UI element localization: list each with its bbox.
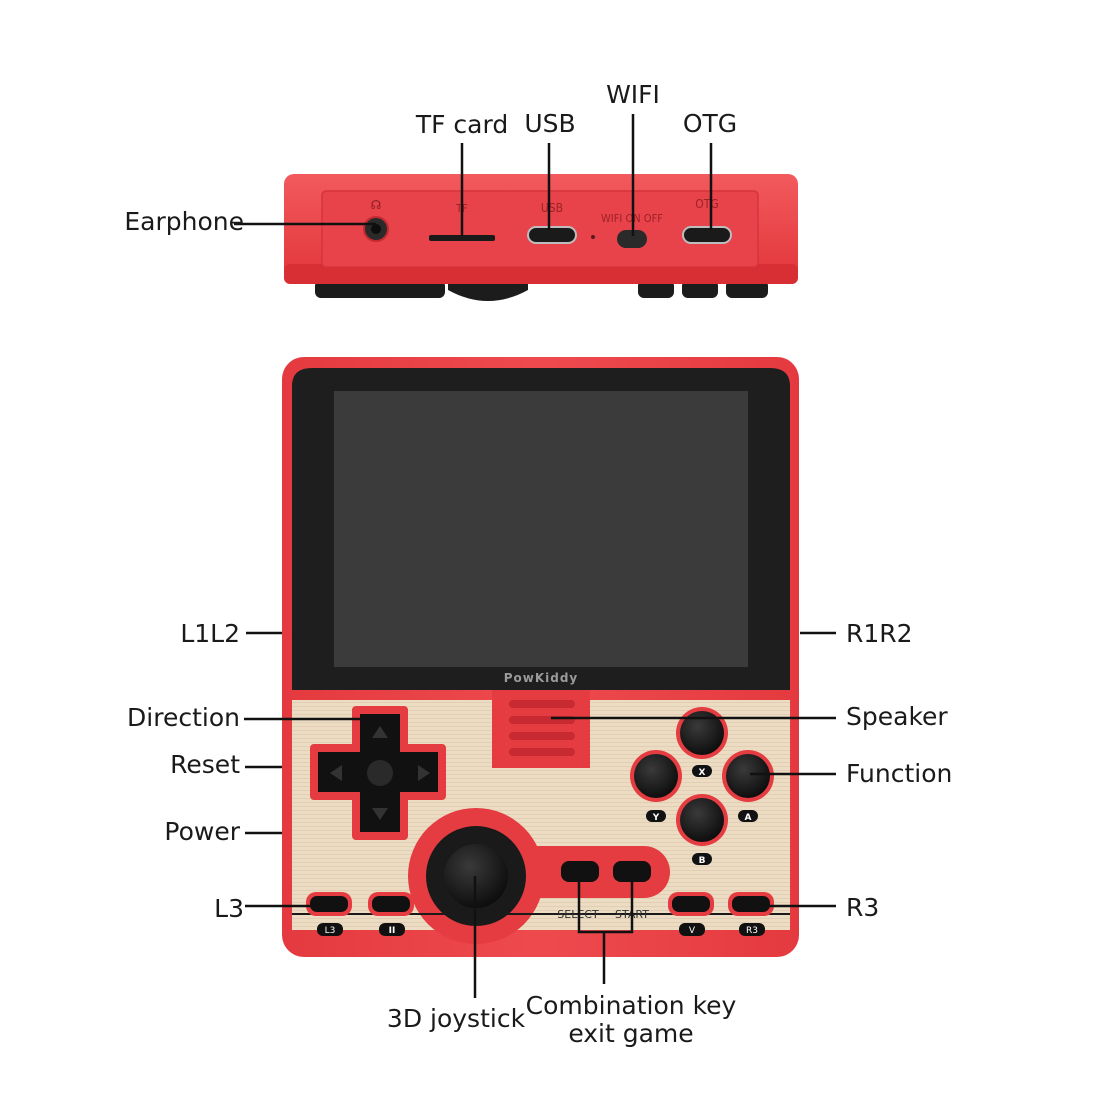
top-left-bumper xyxy=(315,280,445,298)
l3-print: L3 xyxy=(325,926,336,936)
dpad-left-arrow-icon xyxy=(330,765,342,781)
front-view: PowKiddy X Y A B xyxy=(282,357,799,957)
button-x xyxy=(680,711,724,755)
top-view: ☊ TF USB WIFI ON OFF OTG xyxy=(284,174,798,301)
callout-power: Power xyxy=(164,817,240,846)
callout-speaker: Speaker xyxy=(846,702,948,731)
y-label-pill xyxy=(646,810,666,822)
button-y xyxy=(634,754,678,798)
top-right-button-2 xyxy=(682,280,718,298)
speaker-grille-1 xyxy=(509,700,575,708)
y-label: Y xyxy=(652,813,660,823)
top-shell-edge xyxy=(284,264,798,284)
l3-print-pill xyxy=(317,923,343,936)
b-label: B xyxy=(699,856,706,866)
otg-port xyxy=(682,226,732,244)
wifi-switch xyxy=(617,230,647,248)
pause-print-pill xyxy=(379,923,405,936)
combo-leader xyxy=(577,873,634,984)
callout-reset: Reset xyxy=(170,750,240,779)
tf-card-slot xyxy=(429,235,495,241)
v-button xyxy=(672,896,710,912)
callout-usb: USB xyxy=(524,109,576,138)
otg-port-print: OTG xyxy=(695,197,718,211)
callout-earphone: Earphone xyxy=(124,207,244,236)
r3-button xyxy=(732,896,770,912)
v-print: V xyxy=(689,926,696,936)
callout-combination-key: Combination key xyxy=(525,991,737,1020)
speaker-grille-3 xyxy=(509,732,575,740)
r3-print-pill xyxy=(739,923,765,936)
usb-port-print: USB xyxy=(541,201,563,215)
button-b xyxy=(680,798,724,842)
dpad-right-arrow-icon xyxy=(418,765,430,781)
dpad-center xyxy=(367,760,393,786)
b-label-pill xyxy=(692,853,712,865)
earphone-jack-hole xyxy=(371,224,381,234)
callout-r3: R3 xyxy=(846,893,880,922)
pause-print: II xyxy=(389,926,396,936)
callout-wifi: WIFI xyxy=(606,80,660,109)
x-label-pill xyxy=(692,765,712,777)
a-label-pill xyxy=(738,810,758,822)
callout-tf-card: TF card xyxy=(415,110,509,139)
callout-3d-joystick: 3D joystick xyxy=(386,1004,526,1033)
leader-lines xyxy=(234,114,836,998)
dpad-down-arrow-icon xyxy=(372,808,388,820)
v-print-pill xyxy=(679,923,705,936)
top-joystick-base xyxy=(448,284,528,301)
bottom-divider-line xyxy=(292,913,790,915)
top-right-button-3 xyxy=(726,280,768,298)
callout-direction: Direction xyxy=(127,703,240,732)
callout-l1l2: L1L2 xyxy=(180,619,240,648)
brand-logo: PowKiddy xyxy=(504,671,579,685)
indicator-led xyxy=(591,235,595,239)
display-screen xyxy=(334,391,748,667)
dpad-up-arrow-icon xyxy=(372,726,388,738)
top-right-button-1 xyxy=(638,280,674,298)
select-button xyxy=(561,861,599,882)
x-label: X xyxy=(699,768,706,778)
callout-function: Function xyxy=(846,759,953,788)
a-label: A xyxy=(745,813,752,823)
r3-print: R3 xyxy=(746,926,758,936)
l3-button xyxy=(310,896,348,912)
callout-otg: OTG xyxy=(682,109,738,138)
start-button xyxy=(613,861,651,882)
pause-button xyxy=(372,896,410,912)
speaker-grille-4 xyxy=(509,748,575,756)
button-a xyxy=(726,754,770,798)
callout-exit-game: exit game xyxy=(568,1019,694,1048)
callout-r1r2: R1R2 xyxy=(846,619,913,648)
headphone-icon: ☊ xyxy=(371,198,382,212)
usb-port xyxy=(527,226,577,244)
callout-l3: L3 xyxy=(214,894,244,923)
